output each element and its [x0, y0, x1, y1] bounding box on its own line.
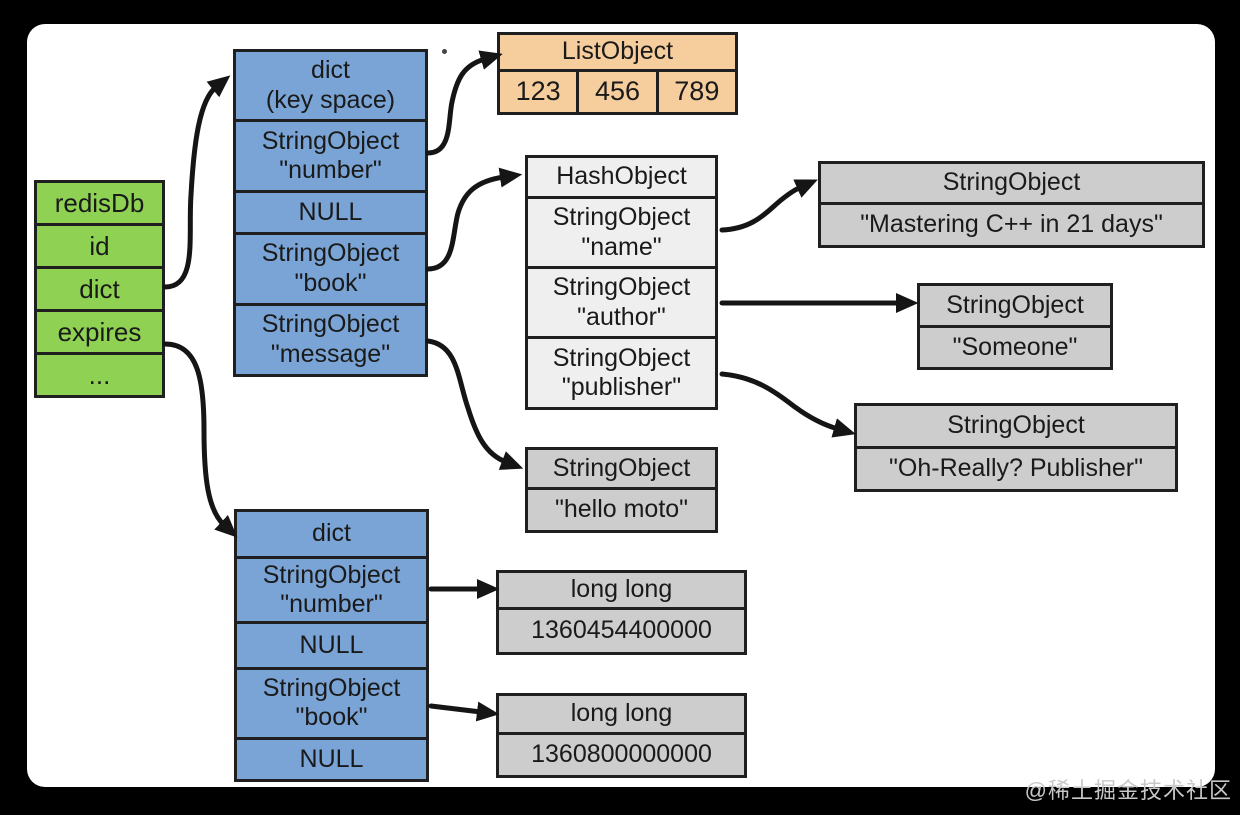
stringobject-hellomoto-title: StringObject: [552, 453, 691, 482]
keyspace-key-book: StringObject "book": [236, 231, 425, 303]
stringobject-ohreally-box: StringObject "Oh-Really? Publisher": [854, 403, 1178, 492]
longlong-number-title: long long: [570, 575, 673, 604]
keyspace-key-message: StringObject "message": [236, 302, 425, 374]
expires-dict-title: dict: [312, 519, 351, 548]
expires-key-number: StringObject "number": [237, 555, 426, 622]
keyspace-dict-box: dict (key space) StringObject "number" N…: [233, 49, 428, 377]
hashobject-field-publisher: StringObject "publisher": [528, 336, 715, 407]
hashobject-title: HashObject: [556, 162, 687, 191]
keyspace-null-row: NULL: [236, 190, 425, 232]
longlong-book-box: long long 1360800000000: [496, 693, 747, 778]
hashobject-field-author: StringObject "author": [528, 266, 715, 336]
stringobject-ohreally-value: "Oh-Really? Publisher": [857, 446, 1175, 489]
hashobject-box: HashObject StringObject "name" StringObj…: [525, 155, 718, 410]
stringobject-mastering-value: "Mastering C++ in 21 days": [821, 201, 1202, 245]
longlong-number-box: long long 1360454400000: [496, 570, 747, 655]
redisdb-field-ellipsis: ...: [37, 352, 162, 395]
longlong-book-title: long long: [570, 699, 673, 728]
stringobject-ohreally-title: StringObject: [947, 411, 1085, 440]
expires-dict-box: dict StringObject "number" NULL StringOb…: [234, 509, 429, 782]
listobject-box: ListObject 123 456 789: [497, 32, 738, 115]
stringobject-mastering-title: StringObject: [942, 168, 1081, 197]
expires-key-book: StringObject "book": [237, 666, 426, 737]
stringobject-hellomoto-value: "hello moto": [528, 486, 715, 530]
redisdb-box: redisDb id dict expires ...: [34, 180, 165, 398]
keyspace-key-number: StringObject "number": [236, 119, 425, 190]
redisdb-field-expires: expires: [37, 309, 162, 352]
expires-null-row-1: NULL: [237, 621, 426, 666]
keyspace-dict-title: dict (key space): [265, 56, 396, 114]
stringobject-hellomoto-box: StringObject "hello moto": [525, 447, 718, 533]
watermark: @稀土掘金技术社区: [1024, 778, 1232, 803]
stringobject-mastering-box: StringObject "Mastering C++ in 21 days": [818, 161, 1205, 248]
longlong-number-value: 1360454400000: [499, 606, 744, 652]
listobject-title: ListObject: [561, 37, 674, 66]
redisdb-field-dict: dict: [37, 266, 162, 309]
redisdb-field-id: id: [37, 223, 162, 266]
hashobject-field-name: StringObject "name": [528, 195, 715, 267]
listobject-cell-2: 456: [576, 71, 655, 112]
stray-dot: [442, 49, 447, 54]
expires-null-row-2: NULL: [237, 736, 426, 779]
stringobject-someone-value: "Someone": [920, 325, 1110, 367]
longlong-book-value: 1360800000000: [499, 731, 744, 775]
listobject-cell-1: 123: [515, 76, 561, 107]
stringobject-someone-title: StringObject: [946, 290, 1084, 319]
stringobject-someone-box: StringObject "Someone": [917, 283, 1113, 370]
listobject-cells: 123 456 789: [500, 68, 735, 112]
listobject-cell-3: 789: [655, 71, 735, 112]
redisdb-title: redisDb: [54, 187, 145, 218]
